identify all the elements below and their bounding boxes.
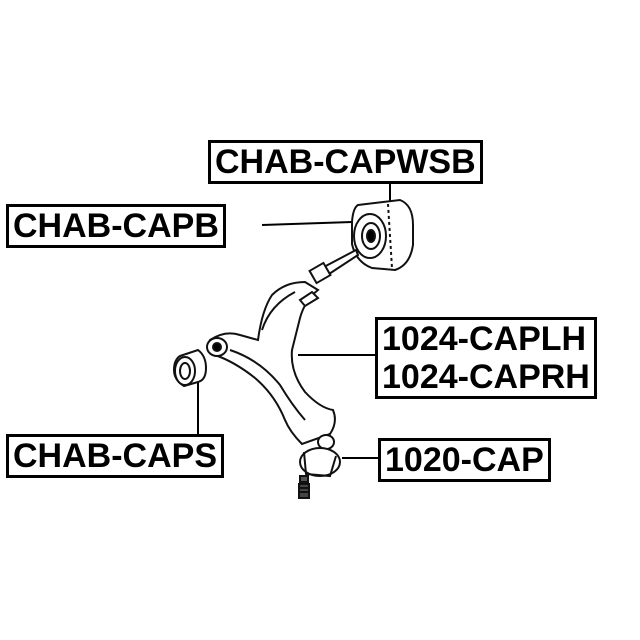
part-number-text: CHAB-CAPWSB bbox=[215, 143, 476, 181]
part-label-1024-caplh-caprh: 1024-CAPLH 1024-CAPRH bbox=[375, 317, 597, 399]
part-label-chab-caps: CHAB-CAPS bbox=[6, 434, 224, 478]
ball-joint-part bbox=[298, 434, 341, 499]
bushing-shaft-part bbox=[308, 248, 360, 285]
part-label-chab-capwsb: CHAB-CAPWSB bbox=[208, 140, 483, 184]
leader-line-capb bbox=[261, 221, 353, 226]
control-arm-part bbox=[206, 280, 336, 446]
part-label-1020-cap: 1020-CAP bbox=[378, 438, 551, 482]
part-number-text: 1020-CAP bbox=[385, 441, 544, 479]
front-bushing-part bbox=[172, 348, 208, 388]
part-number-text: CHAB-CAPS bbox=[13, 437, 217, 475]
part-number-text: 1024-CAPLH bbox=[382, 320, 587, 358]
rear-bushing-part bbox=[351, 198, 414, 272]
part-number-text: CHAB-CAPB bbox=[13, 207, 219, 245]
part-label-chab-capb: CHAB-CAPB bbox=[6, 204, 226, 248]
part-number-text: 1024-CAPRH bbox=[382, 358, 590, 396]
